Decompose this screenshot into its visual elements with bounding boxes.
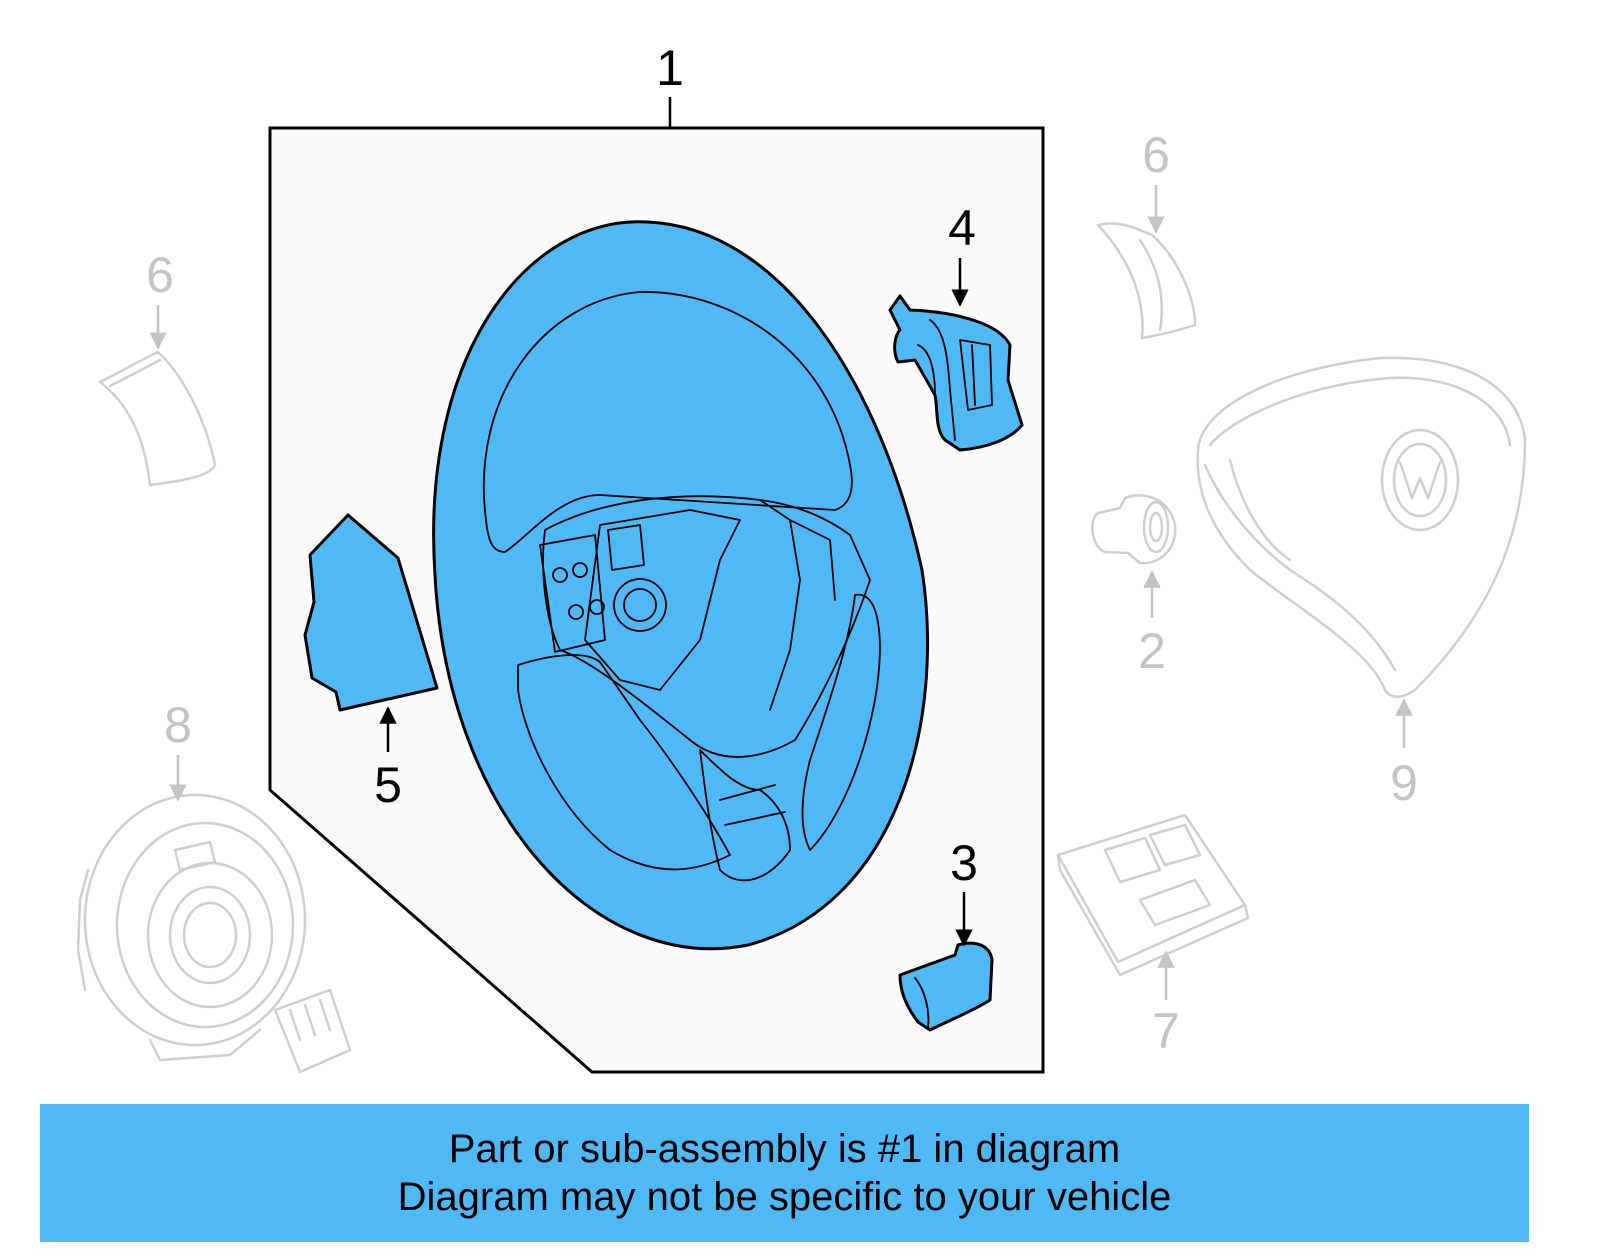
callout-4: 4	[948, 200, 976, 256]
part-6-left-ghost	[98, 350, 217, 487]
part-5-trim-cover	[303, 513, 439, 712]
callout-5: 5	[374, 757, 402, 813]
part-8-clock-spring-ghost	[76, 793, 352, 1074]
info-banner: Part or sub-assembly is #1 in diagram Di…	[40, 1104, 1529, 1242]
part-9-airbag-ghost	[1196, 356, 1527, 698]
callout-6-right: 6	[1142, 127, 1170, 183]
steering-wheel	[432, 220, 929, 951]
callout-7: 7	[1152, 1003, 1180, 1059]
callout-3: 3	[950, 835, 978, 891]
banner-line-1: Part or sub-assembly is #1 in diagram	[448, 1127, 1121, 1171]
callout-6-left: 6	[146, 247, 174, 303]
parts-diagram: 4 5 3 1 6 6 2 9	[76, 40, 1527, 1074]
callout-2: 2	[1138, 623, 1166, 679]
part-2-bolt-ghost	[1091, 494, 1177, 565]
callout-9: 9	[1390, 755, 1418, 811]
callout-1: 1	[656, 40, 684, 96]
part-7-module-ghost	[1056, 813, 1250, 977]
callout-8: 8	[164, 697, 192, 753]
part-3-paddle	[898, 941, 994, 1032]
banner-line-2: Diagram may not be specific to your vehi…	[397, 1175, 1172, 1219]
part-6-right-ghost	[1096, 222, 1197, 340]
part-4-switch	[888, 294, 1024, 452]
